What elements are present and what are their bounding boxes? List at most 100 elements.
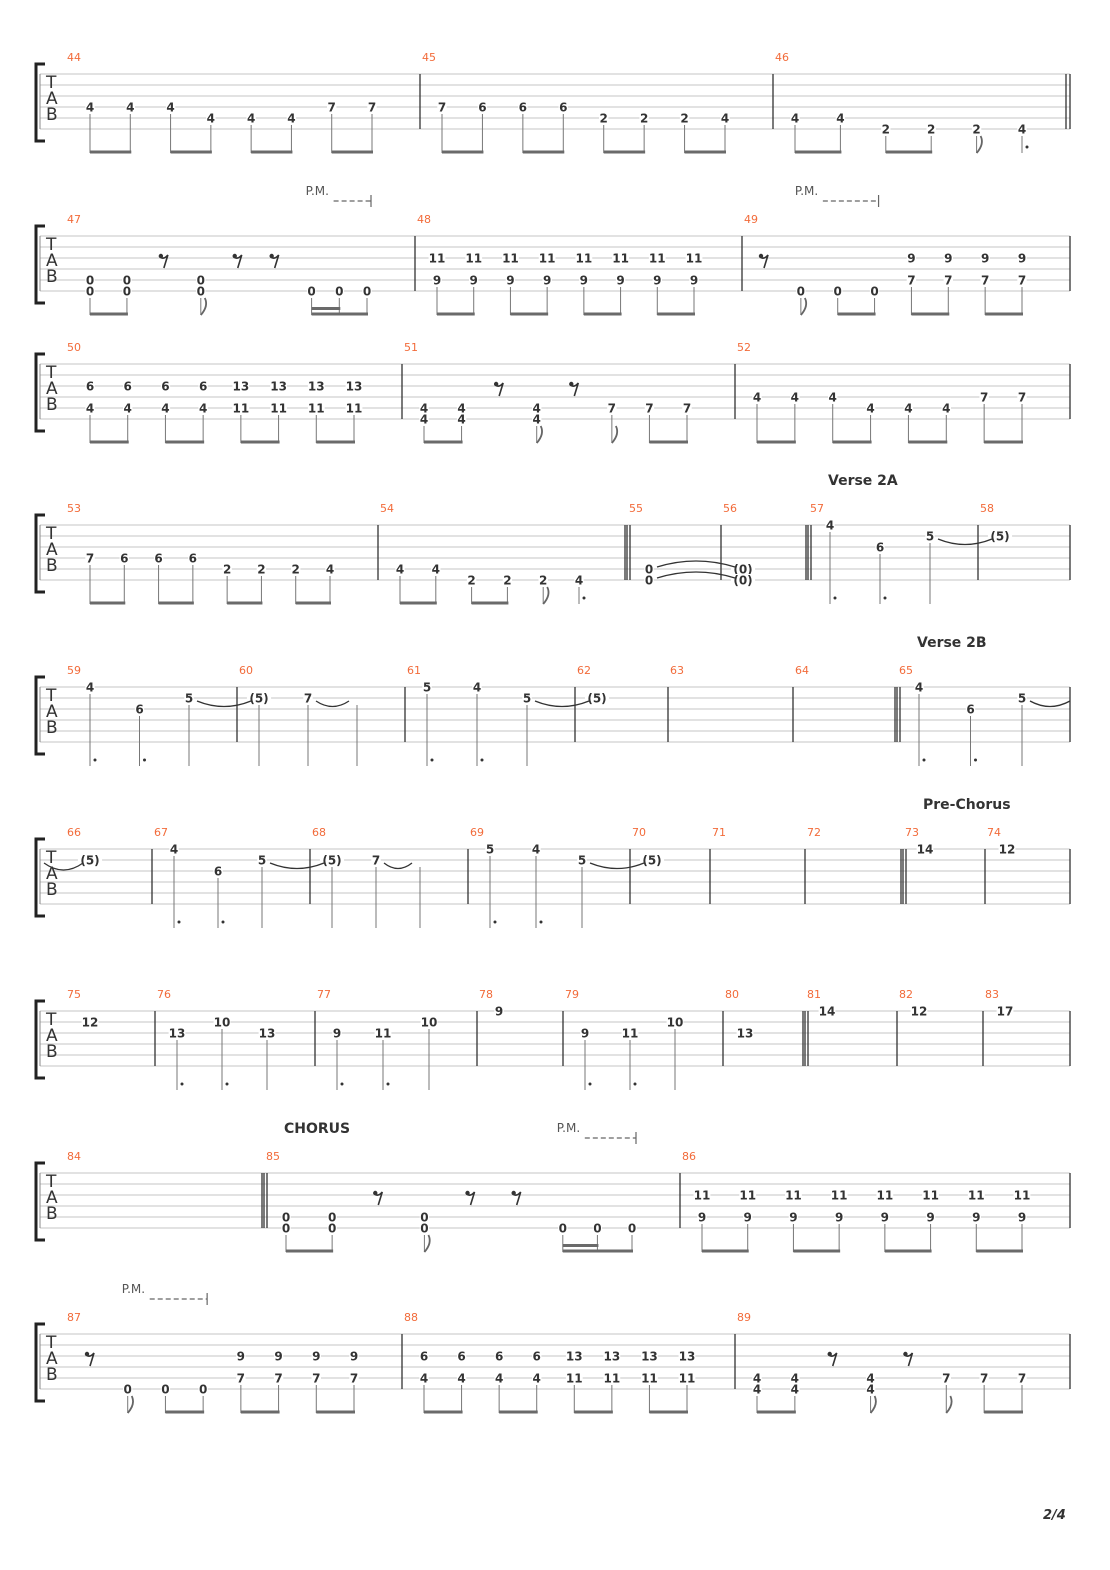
fret-number: (5) [249, 692, 268, 706]
measure-number: 63 [670, 664, 684, 677]
eighth-rest-icon [466, 1191, 476, 1206]
fret-background [432, 274, 442, 285]
fret-number: 7 [981, 274, 989, 288]
fret-number: 13 [233, 380, 250, 394]
measure-number: 68 [312, 826, 326, 839]
fret-number: 4 [166, 101, 174, 115]
beam [240, 1410, 280, 1414]
fret-background [739, 1189, 757, 1200]
fret-number: 0 [645, 563, 653, 577]
fret-number: 4 [457, 413, 465, 427]
rhythm-dot [493, 920, 497, 924]
beam [603, 150, 646, 154]
fret-number: (0) [733, 574, 752, 588]
fret-background [906, 252, 917, 263]
fret-number: 7 [274, 1372, 282, 1386]
fret-number: 13 [737, 1027, 754, 1041]
measure-number: 49 [744, 213, 758, 226]
fret-background [419, 413, 429, 424]
fret-number: 6 [214, 865, 222, 879]
eighth-rest-icon [494, 382, 504, 397]
fret-number: 4 [170, 843, 178, 857]
fret-background [311, 1372, 321, 1383]
measure-78: 789 [479, 988, 564, 1066]
tab-clef-letter: B [46, 267, 58, 287]
fret-number: 4 [420, 402, 428, 416]
beam [90, 150, 132, 154]
fret-number: (5) [80, 854, 99, 868]
beam [90, 601, 126, 605]
fret-number: 0 [282, 1211, 290, 1225]
beam [311, 312, 368, 316]
fret-background [419, 1350, 429, 1361]
fret-number: 4 [791, 1372, 799, 1386]
eighth-rest-icon [159, 254, 169, 269]
rhythm-dot [922, 758, 926, 762]
fret-number: 7 [438, 101, 446, 115]
rhythm-dot [582, 596, 586, 600]
measure-70: 70(5) [632, 826, 711, 904]
system-bracket [34, 837, 45, 918]
fret-number: 9 [690, 274, 698, 288]
fret-number: 4 [753, 1383, 761, 1397]
fret-background [374, 1027, 392, 1038]
fret-background [505, 274, 516, 285]
section-label: Verse 2B [917, 635, 987, 651]
measure-71: 71 [712, 826, 806, 904]
fret-number: 9 [616, 274, 624, 288]
measure-number: 75 [67, 988, 81, 1001]
tie-arc [43, 862, 84, 871]
fret-number: 4 [791, 1383, 799, 1397]
fret-background [428, 252, 446, 263]
fret-background [1017, 274, 1027, 285]
fret-background [198, 402, 208, 413]
fret-number: 7 [942, 1372, 950, 1386]
fret-background [881, 123, 891, 134]
fret-background [980, 252, 990, 263]
fret-number: 11 [346, 402, 363, 416]
fret-background [922, 1189, 939, 1200]
fret-background [270, 380, 287, 391]
measure-number: 74 [987, 826, 1001, 839]
measure-number: 89 [737, 1311, 751, 1324]
fret-background [485, 843, 495, 854]
fret-background [160, 402, 171, 413]
tie-arc [656, 571, 736, 579]
fret-background [565, 1372, 583, 1383]
fret-number: 0 [161, 1383, 169, 1397]
fret-number: 2 [292, 563, 300, 577]
tab-clef-letter: B [46, 880, 58, 900]
system-bracket [34, 352, 45, 433]
fret-number: 9 [789, 1211, 797, 1225]
measure-number: 69 [470, 826, 484, 839]
eighth-rest-icon [85, 1352, 95, 1367]
tab-clef-letter: T [45, 686, 57, 706]
fret-background [168, 1027, 186, 1038]
fret-number: 6 [161, 380, 169, 394]
fret-background [437, 101, 447, 112]
fret-background [925, 1211, 936, 1222]
fret-background [967, 1189, 985, 1200]
fret-background [362, 285, 372, 296]
fret-background [85, 402, 95, 413]
beam [90, 440, 129, 444]
fret-background [307, 380, 325, 391]
fret-background [469, 274, 479, 285]
fret-background [123, 402, 133, 413]
measure-63: 63 [670, 664, 794, 742]
beam [649, 440, 688, 444]
fret-background [236, 1372, 246, 1383]
fret-number: 12 [82, 1016, 99, 1030]
measure-56: 56(0)(0) [723, 502, 809, 588]
beam-16th [562, 1244, 599, 1247]
fret-number: 11 [739, 1189, 756, 1203]
fret-background [311, 1350, 321, 1361]
fret-background [796, 285, 806, 296]
fret-number: 2 [467, 574, 475, 588]
